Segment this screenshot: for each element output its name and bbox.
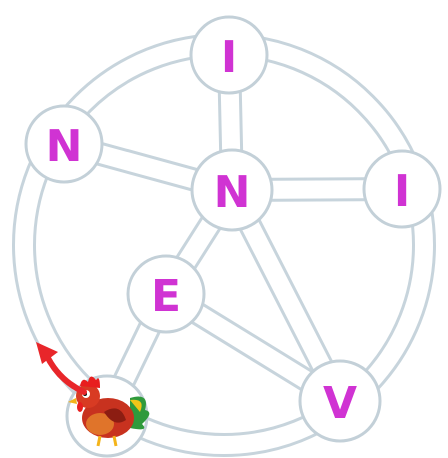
letter-right: I	[394, 166, 410, 217]
letter-node-middle[interactable]: E	[128, 256, 204, 332]
letter-left: N	[46, 121, 83, 172]
letter-middle: E	[151, 271, 181, 322]
letter-node-bottom[interactable]: V	[300, 361, 380, 441]
letter-bottom: V	[323, 378, 357, 429]
letter-node-left[interactable]: N	[26, 106, 102, 182]
letter-node-right[interactable]: I	[364, 151, 440, 227]
letter-top: I	[221, 32, 237, 83]
letter-node-center[interactable]: N	[192, 150, 272, 230]
letter-center: N	[214, 167, 251, 218]
letter-node-top[interactable]: I	[191, 17, 267, 93]
